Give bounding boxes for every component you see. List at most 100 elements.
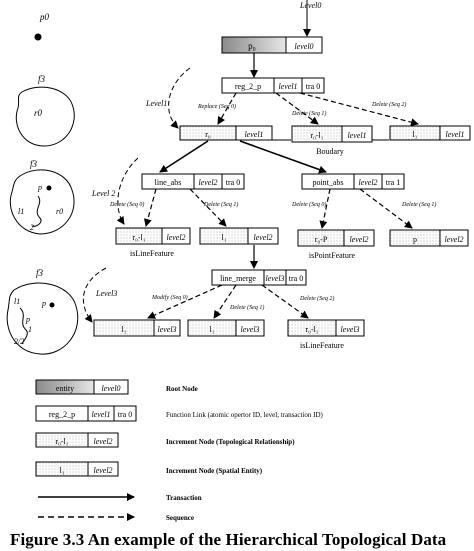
p-label-b: p bbox=[37, 183, 42, 192]
reg2p-level: level1 bbox=[278, 82, 297, 91]
node-r0-id: r₀ bbox=[205, 130, 211, 139]
function-point-abs: point_abs level2 tra 1 bbox=[301, 173, 405, 190]
p-label-c: p bbox=[25, 315, 30, 324]
label-delete-seq0-pt: Delete (Seq 0) bbox=[291, 201, 326, 208]
num1-label-c: 1 bbox=[28, 325, 32, 334]
l1-label-c: l1 bbox=[14, 297, 20, 306]
region-r0-b bbox=[9, 169, 75, 235]
legend-sequence: Sequence bbox=[38, 513, 194, 522]
node-p-l2-id: p bbox=[413, 235, 417, 244]
label-replace: Replace (Seq 0) bbox=[197, 103, 236, 110]
legend-inc-spatial-desc: Increment Node (Spatial Entity) bbox=[166, 467, 263, 475]
point-abs-name: point_abs bbox=[312, 178, 343, 187]
node-r0l1-l3-id: r₀-l₁ bbox=[305, 325, 318, 334]
legend-inc-spatial-id: l₁ bbox=[59, 466, 64, 475]
node-p0-id: p₀ bbox=[248, 41, 256, 51]
legend-func-desc: Function Link (atomic opertor ID, level,… bbox=[166, 411, 324, 419]
legend-inc-topo-level: level2 bbox=[93, 437, 112, 446]
l1-label-b: l1 bbox=[18, 207, 24, 216]
r0-label-a: r0 bbox=[34, 108, 43, 118]
edge-modify-seq0 bbox=[147, 284, 223, 319]
legend-transaction: Transaction bbox=[38, 493, 202, 502]
edge-labels: Replace (Seq 0) Delete (Seq 1) Delete (S… bbox=[109, 101, 436, 311]
function-line-merge: line_merge level3 tra 0 bbox=[211, 269, 307, 286]
node-r0p-l2-level: level2 bbox=[349, 235, 368, 244]
node-p-l2-level: level2 bbox=[444, 235, 463, 244]
node-l1-level1: l₁ level1 bbox=[389, 125, 471, 141]
isPointFeature-label: isPointFeature bbox=[309, 251, 356, 260]
edge-delete-seq2 bbox=[299, 92, 419, 127]
left-panel: p0 f3 r0 f3 p l1 2 r0 f3 l1 p 1 2/2 p bbox=[6, 12, 79, 355]
label-delete-seq1-a: Delete (Seq 1) bbox=[291, 110, 326, 117]
node-l1-l2-id: l₁ bbox=[221, 233, 226, 242]
point-p-b bbox=[46, 185, 52, 191]
region-r0-a bbox=[15, 86, 75, 147]
edge-delete-seq1 bbox=[275, 92, 319, 125]
edge-delete-seq1-l3 bbox=[213, 284, 237, 319]
node-l1top-level: level1 bbox=[445, 130, 464, 139]
boundary-label: Boudary bbox=[316, 147, 344, 156]
level3-arrow bbox=[83, 267, 107, 323]
point-p0 bbox=[34, 33, 42, 41]
node-r0l1-l2-id: r₀-l₁ bbox=[132, 233, 145, 242]
isLineFeature-label-a: isLineFeature bbox=[130, 249, 174, 258]
point-abs-tra: tra 1 bbox=[386, 178, 400, 187]
legend-inc-spatial-level: level2 bbox=[93, 466, 112, 475]
legend-root-entity: entity bbox=[56, 384, 74, 393]
legend-function-link: reg_2_p level1 tra 0 Function Link (atom… bbox=[35, 405, 324, 422]
label-delete-seq2: Delete (Seq 2) bbox=[371, 101, 406, 108]
node-r0l1-level1: r₀-l₁ level1 Boudary bbox=[291, 125, 373, 156]
reg2p-tra: tra 0 bbox=[306, 82, 320, 91]
node-r0l1-level2: r₀-l₁ level2 isLineFeature bbox=[115, 227, 191, 258]
line-abs-tra: tra 0 bbox=[226, 178, 240, 187]
node-l1a-l3-level: level3 bbox=[157, 325, 176, 334]
f3-label-c: f3 bbox=[36, 268, 44, 278]
isLineFeature-label-b: isLineFeature bbox=[300, 341, 344, 350]
legend-root-node: entity level0 Root Node bbox=[35, 379, 198, 395]
legend-increment-spatial: l₁ level2 Increment Node (Spatial Entity… bbox=[35, 461, 263, 477]
level0-label: Level0 bbox=[299, 1, 321, 10]
node-p0-level: level0 bbox=[294, 42, 313, 51]
legend-increment-topo: r₀-l₁ level2 Increment Node (Topological… bbox=[35, 432, 295, 448]
l2-label-c: 2/2 bbox=[14, 337, 24, 346]
edge-delete-seq1-pt bbox=[359, 188, 413, 229]
node-l1-l2-level: level2 bbox=[253, 233, 272, 242]
label-modify-seq0: Modify (Seq 0) bbox=[151, 294, 188, 301]
node-r0l1-l3-level: level3 bbox=[340, 325, 359, 334]
legend-root-level: level0 bbox=[101, 384, 120, 393]
q-label-c: p bbox=[41, 299, 46, 308]
node-l1a-level3: l₁ level3 bbox=[93, 319, 181, 337]
label-delete-seq0-l2: Delete (Seq 0) bbox=[109, 201, 144, 208]
legend-inc-topo-desc: Increment Node (Topological Relationship… bbox=[166, 438, 295, 446]
level2-label: Level 2 bbox=[91, 189, 115, 198]
line-abs-level: level2 bbox=[198, 178, 217, 187]
line-l1-b bbox=[31, 195, 42, 227]
edge-delete-seq2-l3 bbox=[261, 284, 309, 319]
edge-replace bbox=[217, 92, 237, 125]
num2-label-b: 2 bbox=[30, 223, 34, 232]
node-l1b-l3-level: level3 bbox=[240, 325, 259, 334]
edges bbox=[143, 53, 419, 319]
level3-label: Level3 bbox=[95, 289, 117, 298]
node-p-level2: p level2 bbox=[389, 229, 469, 247]
region-r0-c bbox=[6, 282, 79, 355]
f3-label-a: f3 bbox=[38, 74, 46, 84]
legend-transaction-label: Transaction bbox=[166, 494, 202, 502]
node-r0p-l2-id: r₀-P bbox=[315, 235, 328, 244]
function-reg2p: reg_2_p level1 tra 0 bbox=[221, 77, 325, 94]
node-l1b-l3-id: l₁ bbox=[209, 325, 214, 334]
edge-delete-seq1-l2 bbox=[189, 188, 227, 227]
figure-caption: Figure 3.3 An example of the Hierarchica… bbox=[10, 530, 447, 549]
node-p0: p₀ level0 bbox=[221, 36, 323, 54]
legend-sequence-label: Sequence bbox=[166, 514, 194, 522]
node-l1top-id: l₁ bbox=[412, 130, 417, 139]
level1-label: Level1 bbox=[145, 99, 167, 108]
point-abs-level: level2 bbox=[358, 178, 377, 187]
r0-label-b: r0 bbox=[56, 207, 63, 216]
node-r0l1-level: level1 bbox=[347, 131, 366, 140]
line-l1-c bbox=[19, 307, 28, 345]
legend: entity level0 Root Node reg_2_p level1 t… bbox=[35, 379, 324, 522]
level-indicators: Level0 Level1 Level 2 Level3 bbox=[83, 0, 321, 323]
function-line-abs: line_abs level2 tra 0 bbox=[141, 173, 245, 190]
line-abs-name: line_abs bbox=[155, 178, 182, 187]
